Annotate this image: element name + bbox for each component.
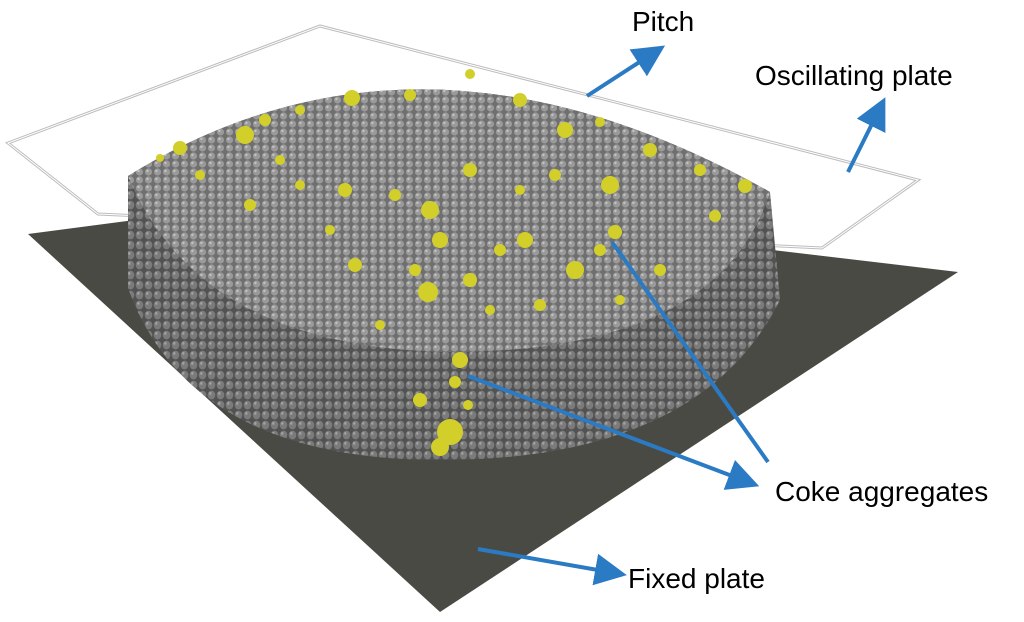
arrow-coke-aggregates-upper [610, 240, 770, 464]
fixed-plate-label: Fixed plate [628, 563, 765, 594]
arrow-oscillating-plate [846, 97, 886, 173]
coke-aggregate-clusters [156, 69, 752, 456]
pitch-label: Pitch [632, 6, 695, 37]
oscillating-plate [4, 24, 922, 250]
coke-aggregates-label: Coke aggregates [775, 476, 989, 507]
arrow-pitch [585, 45, 666, 98]
pitch-particle-cylinder [128, 89, 780, 460]
arrow-coke-aggregates-lower [467, 374, 760, 490]
arrow-fixed-plate [477, 547, 627, 586]
annotation-arrows [467, 45, 886, 586]
oscillating-plate-label: Oscillating plate [755, 60, 953, 91]
